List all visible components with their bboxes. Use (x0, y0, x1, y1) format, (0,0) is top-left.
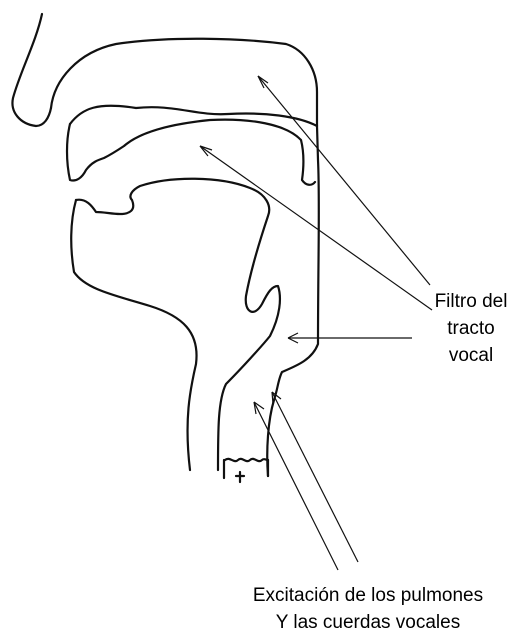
pointer-line-larynx (254, 402, 338, 570)
pointer-line-oral (200, 146, 432, 310)
pointer-line-nasal (258, 76, 430, 285)
vocal-tract-filter-label: Filtro del tracto vocal (416, 288, 526, 369)
pointer-arrowhead-oral (200, 146, 212, 156)
lower-jaw-outline (76, 179, 280, 470)
vocal-tract-filter-line-1: Filtro del (416, 288, 526, 315)
nasal-cavity-outline (51, 39, 317, 126)
excitation-line-2: Y las cuerdas vocales (210, 609, 526, 636)
glottis-mark (236, 472, 244, 482)
excitation-line-1: Excitación de los pulmones (210, 582, 526, 609)
trachea-outline (224, 460, 268, 478)
pharynx-wall-outline (267, 126, 319, 476)
excitation-label: Excitación de los pulmones Y las cuerdas… (210, 582, 526, 636)
upper-lip-outline (67, 120, 315, 185)
vocal-tract-filter-line-2: tracto (416, 315, 526, 342)
vocal-folds-outline (225, 459, 268, 461)
nose-outline (12, 14, 51, 126)
vocal-tract-filter-line-3: vocal (416, 342, 526, 369)
chin-neck-outline (71, 200, 196, 470)
pointer-line-glottis (272, 392, 358, 562)
